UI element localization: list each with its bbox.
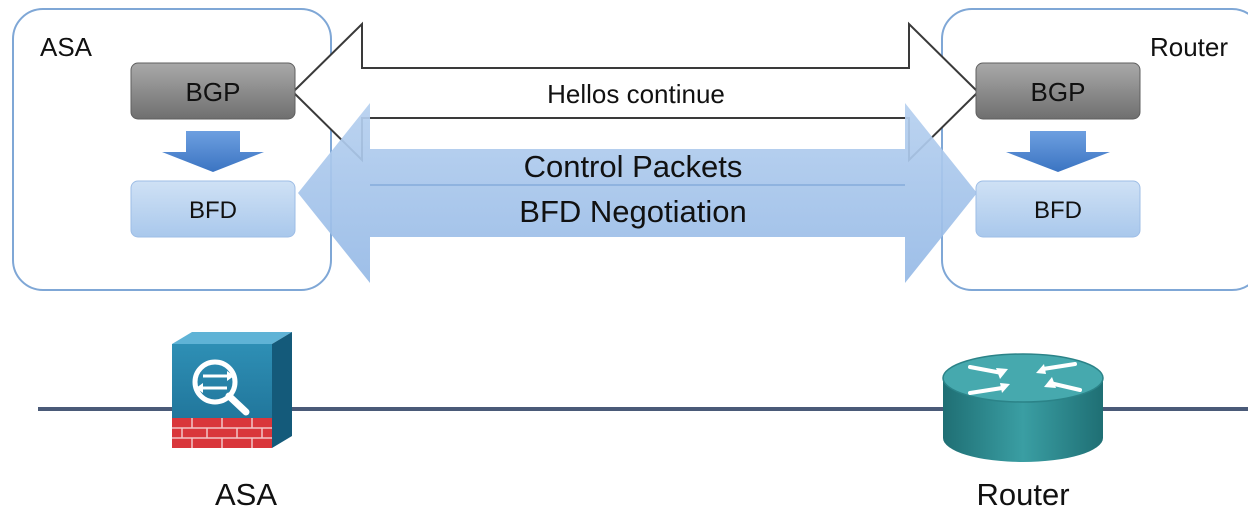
router-bgp-box xyxy=(975,62,1141,120)
router-bfd-label: BFD xyxy=(1034,197,1082,224)
asa-firewall-icon xyxy=(172,332,292,448)
asa-bgp-label: BGP xyxy=(186,77,241,107)
asa-bgp-box xyxy=(130,62,296,120)
bfd-negotiation-label: BFD Negotiation xyxy=(519,194,746,229)
router-caption: Router xyxy=(976,477,1069,510)
asa-caption: ASA xyxy=(215,477,277,510)
router-box-title: Router xyxy=(1150,32,1228,62)
asa-down-arrow-icon xyxy=(162,131,264,172)
control-packets-label: Control Packets xyxy=(524,149,743,184)
router-bfd-box xyxy=(975,180,1141,238)
asa-bfd-label: BFD xyxy=(189,197,237,224)
bfd-negotiation-arrow xyxy=(298,103,977,283)
router-icon xyxy=(942,353,1104,462)
router-down-arrow-icon xyxy=(1006,131,1110,172)
asa-box-title: ASA xyxy=(40,32,93,62)
asa-bfd-box xyxy=(130,180,296,238)
router-bgp-label: BGP xyxy=(1031,77,1086,107)
hellos-continue-label: Hellos continue xyxy=(547,79,725,109)
